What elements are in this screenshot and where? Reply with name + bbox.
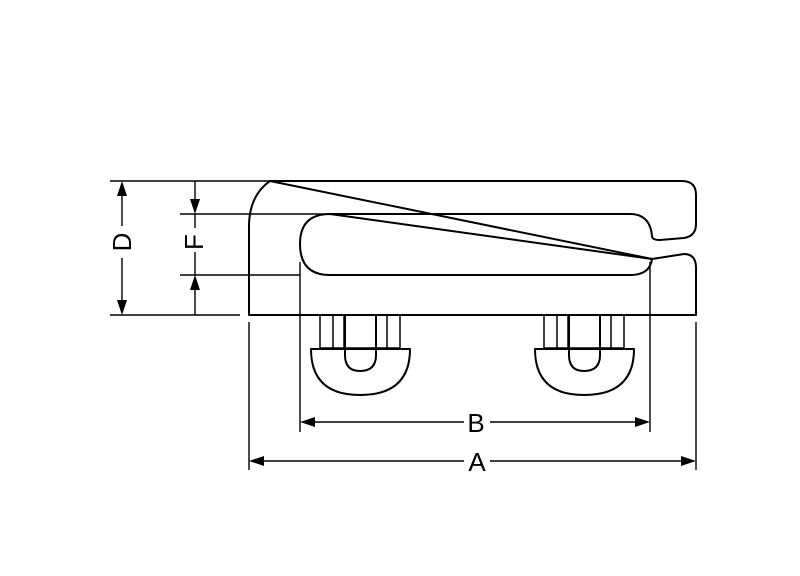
- dimension-label-b: B: [467, 408, 484, 438]
- dimension-label-d: D: [107, 233, 137, 252]
- mounting-pin-left: [310, 314, 411, 396]
- dimension-a: A: [248, 322, 697, 477]
- dimension-label-a: A: [468, 447, 486, 477]
- dimension-d: D: [107, 180, 270, 316]
- inner-slot: [299, 213, 653, 276]
- mounting-pin-right: [534, 314, 635, 396]
- dimension-f: F: [179, 181, 330, 315]
- outer-housing: [248, 180, 697, 316]
- dimension-label-f: F: [179, 234, 209, 250]
- dimension-b: B: [299, 262, 651, 438]
